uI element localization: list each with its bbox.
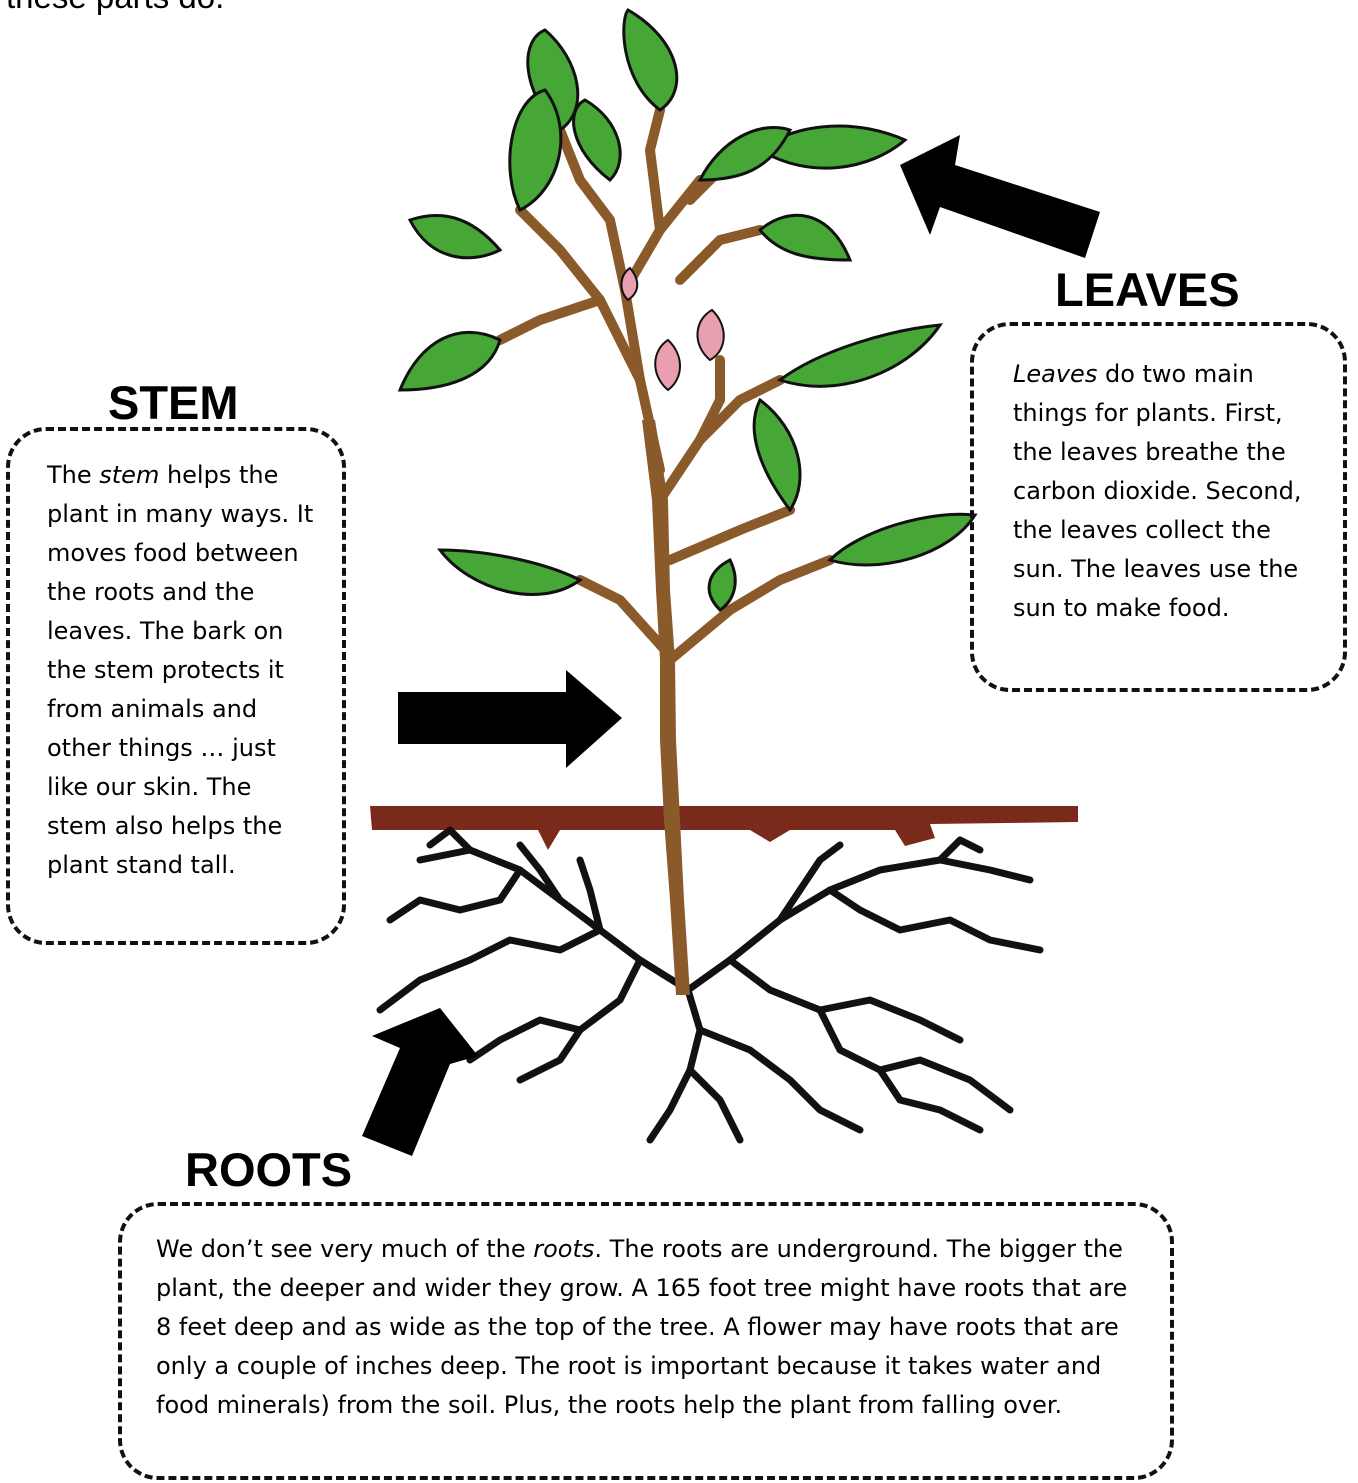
roots-text: We don’t see very much of the roots. The… (156, 1230, 1146, 1425)
stem-text-em: stem (99, 461, 159, 489)
stem-heading: STEM (108, 375, 239, 430)
leaves-heading: LEAVES (1055, 262, 1240, 317)
leaves-drawing (400, 10, 975, 610)
roots-heading: ROOTS (185, 1142, 352, 1197)
roots-drawing (380, 830, 1040, 1140)
roots-arrow (362, 1008, 478, 1156)
stem-arrow (398, 670, 622, 768)
roots-text-prefix: We don’t see very much of the (156, 1235, 533, 1263)
main-stem (642, 420, 690, 995)
leaves-arrow (900, 135, 1100, 258)
stem-text-prefix: The (47, 461, 99, 489)
stem-text-body: helps the plant in many ways. It moves f… (47, 461, 313, 879)
leaves-text-body: do two main things for plants. First, th… (1013, 360, 1301, 622)
leaves-text: Leaves do two main things for plants. Fi… (1013, 355, 1318, 628)
leaves-text-em: Leaves (1013, 360, 1097, 388)
roots-text-em: roots (533, 1235, 594, 1263)
stem-text: The stem helps the plant in many ways. I… (47, 456, 317, 885)
